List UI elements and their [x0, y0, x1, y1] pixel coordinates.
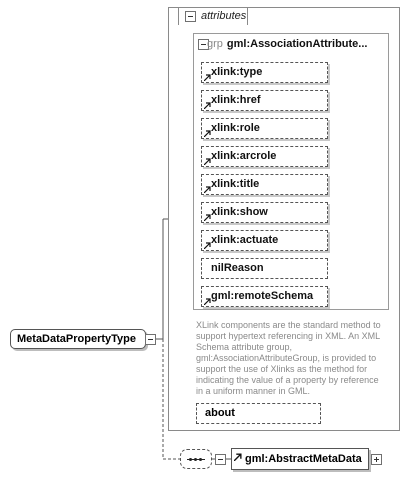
- attribute-xlink-show[interactable]: xlink:show: [201, 202, 328, 223]
- doc-line: support the use of Xlinks as the method …: [196, 364, 368, 374]
- reference-arrow-icon: [204, 74, 211, 81]
- reference-arrow-icon: [204, 214, 211, 221]
- collapse-icon[interactable]: [185, 11, 196, 22]
- documentation-text: XLink components are the standard method…: [196, 320, 394, 397]
- group-name: gml:AssociationAttribute...: [226, 38, 368, 50]
- attribute-label: nilReason: [211, 262, 264, 274]
- reference-arrow-icon: [204, 298, 211, 305]
- attribute-xlink-actuate[interactable]: xlink:actuate: [201, 230, 328, 251]
- attribute-label: xlink:href: [211, 94, 261, 106]
- attribute-xlink-title[interactable]: xlink:title: [201, 174, 328, 195]
- attribute-label: xlink:actuate: [211, 234, 279, 246]
- attribute-gml-remoteschema[interactable]: gml:remoteSchema: [201, 286, 328, 307]
- attributes-title: attributes: [201, 10, 247, 22]
- reference-arrow-icon: [204, 158, 211, 165]
- reference-arrow-icon: [234, 453, 242, 461]
- attribute-label: about: [205, 407, 235, 419]
- element-reference-box[interactable]: gml:AbstractMetaData: [231, 448, 369, 470]
- attribute-xlink-arcrole[interactable]: xlink:arcrole: [201, 146, 328, 167]
- attribute-xlink-role[interactable]: xlink:role: [201, 118, 328, 139]
- attribute-nilreason[interactable]: nilReason: [201, 258, 328, 279]
- complex-type-name: MetaDataPropertyType: [17, 333, 136, 345]
- attributes-tab[interactable]: attributes: [178, 7, 248, 25]
- complex-type-box[interactable]: MetaDataPropertyType: [10, 329, 146, 349]
- sequence-collapse-icon[interactable]: [215, 454, 226, 465]
- attribute-label: xlink:arcrole: [211, 150, 277, 162]
- attribute-label: xlink:show: [211, 206, 268, 218]
- doc-line: XLink components are the standard method…: [196, 320, 381, 330]
- attribute-label: xlink:title: [211, 178, 260, 190]
- group-collapse-icon[interactable]: [198, 39, 209, 50]
- reference-arrow-icon: [204, 186, 211, 193]
- doc-line: in a uniform manner in GML.: [196, 386, 311, 396]
- doc-line: Schema attribute group,: [196, 342, 293, 352]
- attribute-label: xlink:role: [211, 122, 260, 134]
- reference-arrow-icon: [204, 102, 211, 109]
- doc-line: support hypertext referencing in XML. An…: [196, 331, 381, 341]
- sequence-line: [187, 459, 205, 460]
- element-name: gml:AbstractMetaData: [245, 453, 362, 465]
- attribute-xlink-href[interactable]: xlink:href: [201, 90, 328, 111]
- type-collapse-icon[interactable]: [145, 334, 156, 345]
- sequence-compositor[interactable]: [180, 449, 212, 469]
- expand-icon[interactable]: [371, 454, 382, 465]
- reference-arrow-icon: [204, 130, 211, 137]
- doc-line: gml:AssociationAttributeGroup, is provid…: [196, 353, 377, 363]
- reference-arrow-icon: [204, 242, 211, 249]
- attribute-label: gml:remoteSchema: [211, 290, 314, 302]
- attribute-label: xlink:type: [211, 66, 263, 78]
- group-prefix: grp: [207, 38, 223, 50]
- doc-line: indicating the value of a property by re…: [196, 375, 379, 385]
- attribute-about[interactable]: about: [196, 403, 321, 424]
- attribute-xlink-type[interactable]: xlink:type: [201, 62, 328, 83]
